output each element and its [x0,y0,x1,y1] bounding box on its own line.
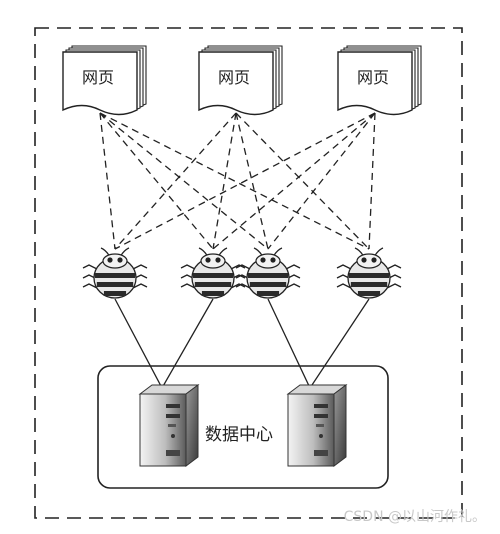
crawler-server-link [267,298,311,389]
server-tower-icon [138,384,200,467]
data-center: 数据中心 [97,365,389,489]
crawler-server-link [161,298,214,389]
server-tower-icon [286,384,348,467]
web-page-label: 网页 [218,68,250,87]
web-page-doc: 网页 [62,45,147,116]
page-crawler-link [114,112,376,250]
watermark: CSDN @以山河作礼。 [343,509,486,525]
crawler-bug-icon [235,247,301,299]
crawler-bug-icon [180,247,246,299]
data-center-box [97,365,389,489]
page-crawler-link [368,112,376,250]
web-page-label: 网页 [82,68,114,87]
page-crawler-link [267,112,376,250]
data-center-label: 数据中心 [205,425,273,445]
page-crawler-link [99,112,269,250]
page-crawler-link [235,112,269,250]
page-crawler-link [235,112,370,250]
crawler-bug-icon [336,247,402,299]
page-crawler-link [99,112,370,250]
web-page-doc: 网页 [198,45,283,116]
crawler-server-link [309,298,370,389]
web-page-label: 网页 [357,68,389,87]
web-page-doc: 网页 [337,45,422,116]
page-crawler-link [99,112,116,250]
page-crawler-link [212,112,376,250]
page-crawler-link [212,112,237,250]
page-crawler-link [114,112,237,250]
page-crawler-link [99,112,214,250]
outer-dashed-frame [34,27,463,519]
crawler-bug-icon [82,247,148,299]
crawler-server-link [114,298,163,389]
